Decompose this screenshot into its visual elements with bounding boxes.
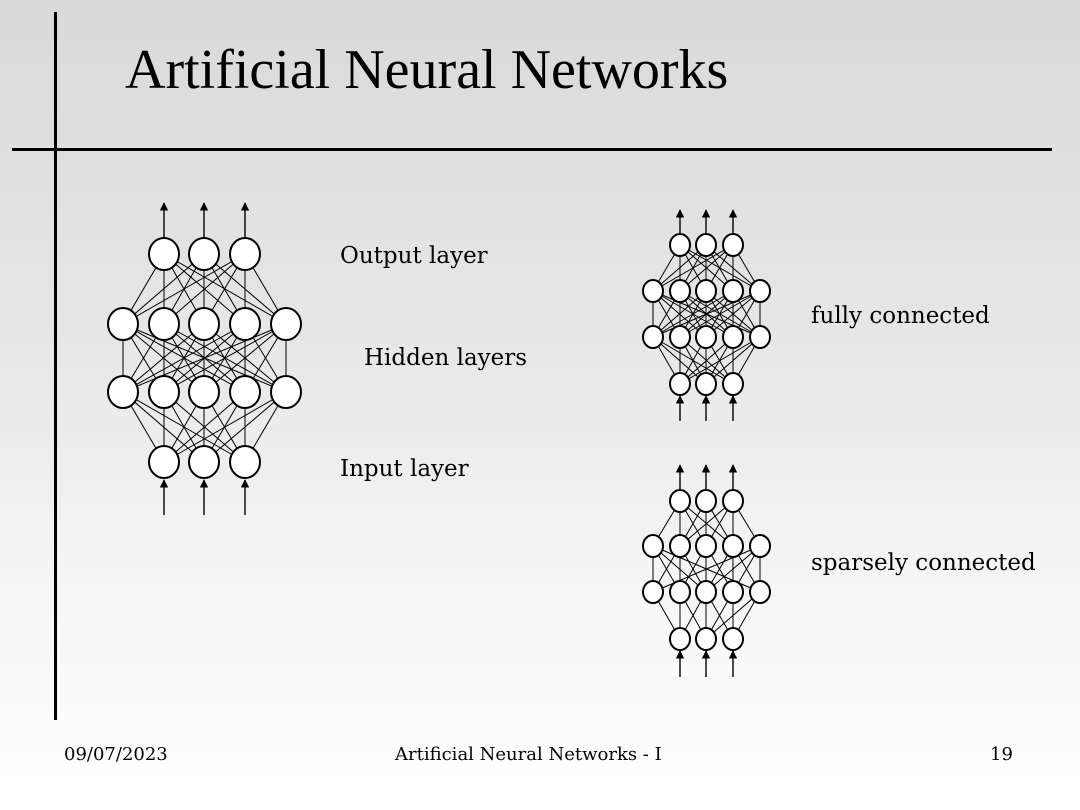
neuron-node	[270, 375, 302, 409]
connection-line	[122, 323, 205, 393]
neuron-node	[148, 237, 180, 271]
neuron-node	[148, 445, 180, 479]
connection-line	[679, 336, 734, 385]
connection-line	[705, 290, 761, 338]
neuron-node	[669, 489, 691, 513]
neuron-node	[695, 489, 717, 513]
connection-line	[203, 391, 287, 463]
footer-page-number: 19	[990, 744, 1013, 765]
neuron-node	[148, 375, 180, 409]
connection-line	[705, 591, 761, 640]
fully-connected-label: fully connected	[811, 303, 990, 329]
neuron-node	[695, 279, 717, 303]
neuron-node	[229, 307, 261, 341]
neuron-node	[229, 375, 261, 409]
vertical-divider-line	[54, 12, 57, 720]
neuron-node	[695, 325, 717, 349]
footer-date: 09/07/2023	[64, 744, 168, 765]
connection-line	[122, 253, 246, 325]
neuron-node	[722, 233, 744, 257]
connection-line	[163, 391, 287, 463]
connection-line	[652, 290, 761, 338]
connection-line	[705, 336, 761, 385]
sparsely-connected-network-diagram	[642, 464, 771, 677]
neuron-node	[642, 279, 664, 303]
neuron-node	[642, 325, 664, 349]
connection-line	[122, 253, 205, 325]
neuron-node	[669, 534, 691, 558]
connection-line	[652, 290, 734, 338]
neuron-node	[669, 372, 691, 396]
connection-line	[705, 545, 761, 593]
hidden-layers-label: Hidden layers	[364, 345, 528, 371]
neuron-node	[669, 233, 691, 257]
neuron-node	[188, 375, 220, 409]
neuron-node	[695, 534, 717, 558]
connection-line	[652, 290, 707, 338]
neuron-node	[749, 534, 771, 558]
neuron-node	[749, 580, 771, 604]
neuron-node	[669, 279, 691, 303]
neuron-node	[722, 489, 744, 513]
connection-line	[122, 323, 246, 393]
title-underline	[12, 148, 1052, 151]
neuron-node	[722, 534, 744, 558]
connection-line	[652, 244, 707, 292]
neuron-node	[148, 307, 180, 341]
connection-line	[679, 244, 734, 292]
connection-line	[163, 391, 246, 463]
slide-title: Artificial Neural Networks	[125, 39, 729, 101]
neuron-node	[722, 580, 744, 604]
footer-caption: Artificial Neural Networks - I	[395, 744, 662, 765]
neuron-node	[695, 580, 717, 604]
connection-line	[679, 336, 761, 385]
neuron-node	[722, 627, 744, 651]
neuron-node	[669, 325, 691, 349]
neuron-node	[107, 307, 139, 341]
connection-line	[652, 545, 761, 593]
neuron-node	[722, 279, 744, 303]
connection-line	[163, 253, 246, 325]
neuron-node	[270, 307, 302, 341]
neuron-node	[642, 534, 664, 558]
fully-connected-network-diagram	[642, 209, 771, 421]
input-layer-label: Input layer	[340, 456, 469, 482]
main-network-diagram	[107, 202, 302, 515]
connection-line	[679, 290, 761, 338]
output-layer-label: Output layer	[340, 243, 488, 269]
neuron-node	[642, 580, 664, 604]
neuron-node	[722, 325, 744, 349]
neuron-node	[188, 237, 220, 271]
neuron-node	[695, 372, 717, 396]
neuron-node	[229, 445, 261, 479]
neuron-node	[669, 580, 691, 604]
neuron-node	[229, 237, 261, 271]
connection-line	[652, 244, 734, 292]
connection-line	[679, 500, 734, 547]
neuron-node	[669, 627, 691, 651]
connection-line	[122, 323, 287, 393]
neuron-node	[722, 372, 744, 396]
neuron-node	[695, 627, 717, 651]
connection-line	[163, 323, 287, 393]
sparsely-connected-label: sparsely connected	[811, 550, 1036, 576]
neuron-node	[749, 325, 771, 349]
neuron-node	[107, 375, 139, 409]
neuron-node	[695, 233, 717, 257]
neuron-node	[188, 445, 220, 479]
connection-line	[203, 323, 287, 393]
neuron-node	[749, 279, 771, 303]
neuron-node	[188, 307, 220, 341]
